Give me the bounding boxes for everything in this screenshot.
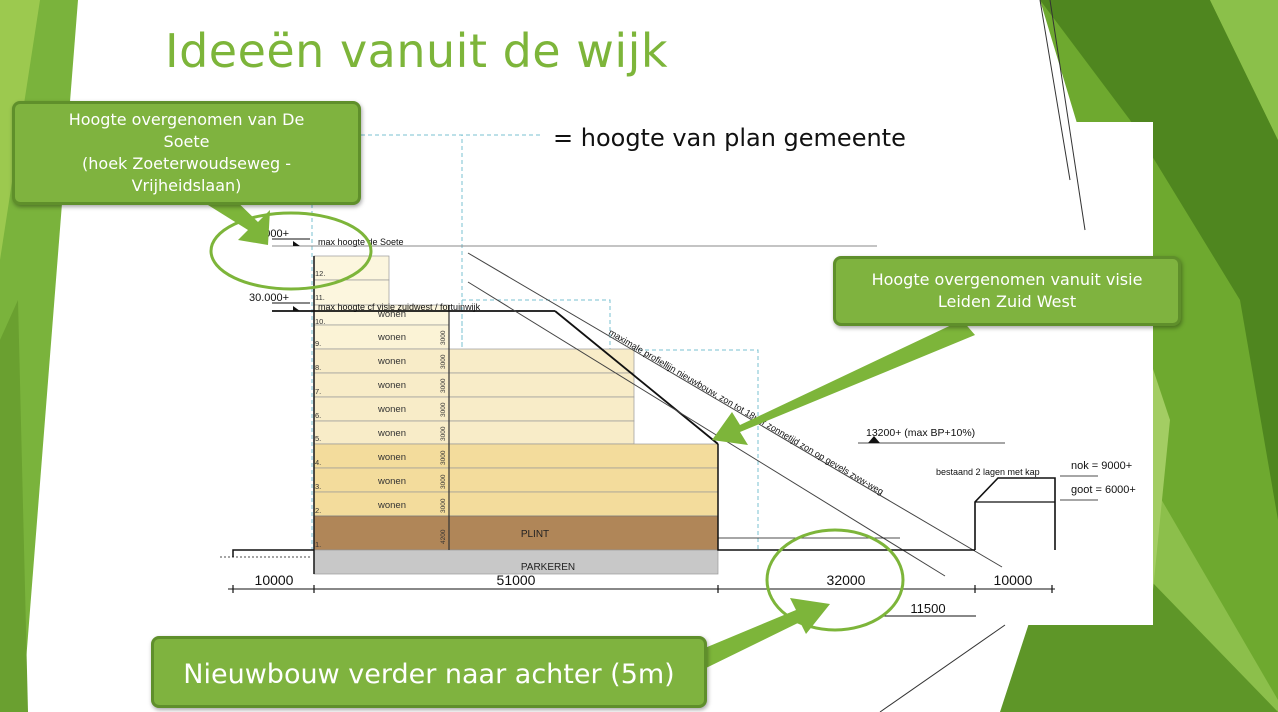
floor-height-label: 3000 xyxy=(440,498,447,513)
floor-6 xyxy=(313,396,635,422)
level-30000: 30.000+ xyxy=(249,292,289,304)
floor-number: 7. xyxy=(315,387,321,396)
floor-label: wonen xyxy=(377,332,406,343)
goot-label: goot = 6000+ xyxy=(1071,484,1136,496)
plinth-height-label: 4200 xyxy=(440,529,447,544)
floor-7 xyxy=(313,372,635,398)
plint-label: PLINT xyxy=(521,529,549,540)
floor-height-label: 3000 xyxy=(440,354,447,369)
floor-5 xyxy=(313,420,635,445)
nok-label: nok = 9000+ xyxy=(1071,460,1132,472)
highlight-ellipse-soete xyxy=(209,211,373,291)
highlight-ellipse-setback xyxy=(765,528,905,632)
arrow-leiden xyxy=(712,320,975,445)
level-label-soete: max hoogte de Soete xyxy=(318,237,404,247)
floor-8 xyxy=(313,348,635,374)
floor-number: 2. xyxy=(315,506,321,515)
sub-dimension-label: 11500 xyxy=(910,601,945,616)
callout-nieuwbouw: Nieuwbouw verder naar achter (5m) xyxy=(151,636,707,708)
bp-label: 13200+ (max BP+10%) xyxy=(866,427,975,439)
dimension-label: 10000 xyxy=(994,572,1033,588)
floor-label: wonen xyxy=(377,476,406,487)
level-label-zuidwest: max hoogte cf visie zuidwest / fortuinwi… xyxy=(318,302,481,312)
floor-number: 11. xyxy=(315,293,325,302)
floor-height-label: 3000 xyxy=(440,402,447,417)
floor-3 xyxy=(313,467,719,493)
existing-label: bestaand 2 lagen met kap xyxy=(936,467,1040,477)
floor-label: wonen xyxy=(377,404,406,415)
dimension-label: 10000 xyxy=(255,572,294,588)
floor-height-label: 3000 xyxy=(440,450,447,465)
floor-label: wonen xyxy=(377,309,406,320)
plinth xyxy=(313,515,719,551)
callout-line: Hoogte overgenomen vanuit visie xyxy=(871,270,1143,289)
floor-number: 4. xyxy=(315,458,321,467)
floor-label: wonen xyxy=(377,428,406,439)
parking xyxy=(313,549,719,575)
callout-soete-height: Hoogte overgenomen van De Soete (hoek Zo… xyxy=(12,101,361,205)
floor-2 xyxy=(313,491,719,517)
floor-height-label: 3000 xyxy=(440,378,447,393)
floor-height-label: 3000 xyxy=(440,474,447,489)
floor-height-label: 3000 xyxy=(440,330,447,345)
parkeren-label: PARKEREN xyxy=(521,562,575,573)
floor-number: 3. xyxy=(315,482,321,491)
dimension-label: 32000 xyxy=(827,572,866,588)
floor-number: 12. xyxy=(315,269,325,278)
floor-label: wonen xyxy=(377,356,406,367)
floor-number: 5. xyxy=(315,434,321,443)
arrow-nieuwbouw xyxy=(700,598,830,668)
floor-number: 10. xyxy=(315,317,325,326)
floor-height-label: 3000 xyxy=(440,426,447,441)
floor-number: 8. xyxy=(315,363,321,372)
floor-number: 9. xyxy=(315,339,321,348)
callout-line: (hoek Zoeterwoudseweg - xyxy=(82,154,291,173)
floor-label: wonen xyxy=(377,500,406,511)
floor-label: wonen xyxy=(377,380,406,391)
floor-number: 6. xyxy=(315,411,321,420)
callout-line: Soete xyxy=(163,132,210,151)
floor-number: 1. xyxy=(315,540,321,549)
callout-leiden-zuid-west: Hoogte overgenomen vanuit visie Leiden Z… xyxy=(833,256,1181,326)
floor-label: wonen xyxy=(377,452,406,463)
slide-title: Ideeën vanuit de wijk xyxy=(165,24,669,78)
dimension-label: 51000 xyxy=(497,572,536,588)
legend-text: = hoogte van plan gemeente xyxy=(553,124,906,152)
callout-line: Hoogte overgenomen van De xyxy=(68,110,305,129)
floor-9 xyxy=(313,324,450,350)
floor-4 xyxy=(313,443,719,469)
callout-line: Vrijheidslaan) xyxy=(131,176,242,195)
callout-line: Leiden Zuid West xyxy=(937,292,1077,311)
